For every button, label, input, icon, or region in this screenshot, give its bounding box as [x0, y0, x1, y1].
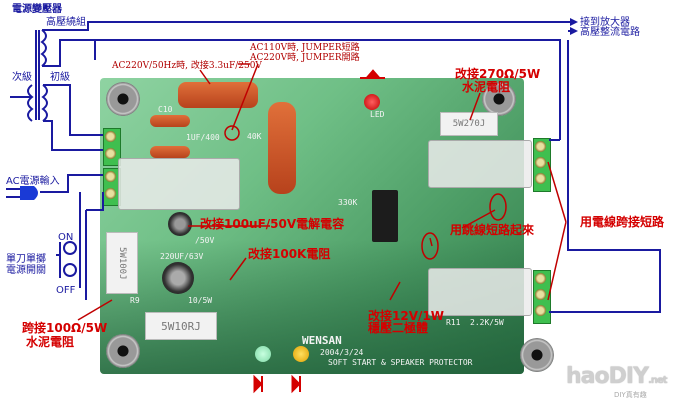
- cement-resistor-270: 5W270J: [440, 112, 498, 136]
- capacitor-c10: [150, 115, 190, 127]
- cement-resistor-left: 5W100J: [106, 232, 138, 294]
- relay-speaker-1: [428, 140, 532, 188]
- screw-icon: [105, 148, 116, 159]
- silk-r11-val: 2.2K/5W: [470, 318, 504, 327]
- silk-led: LED: [370, 110, 385, 119]
- screw-icon: [535, 141, 546, 152]
- screw-icon: [535, 305, 546, 316]
- switch-on-label: ON: [58, 232, 74, 243]
- cement-resistor-5w10rj: 5W10RJ: [145, 312, 217, 340]
- annotation-zener-2: 穩壓二極體: [368, 321, 429, 335]
- primary-label: 初級: [50, 72, 70, 83]
- screw-icon: [535, 157, 546, 168]
- ac-input-label: AC電源輸入: [6, 176, 60, 187]
- annotation-res270-1: 改接270Ω/5W: [455, 67, 541, 81]
- screw-icon: [105, 131, 116, 142]
- capacitor: [150, 146, 190, 158]
- relay-soft-start: [118, 158, 240, 210]
- silk-r9-val: 10/5W: [188, 296, 213, 305]
- board-date: 2004/3/24: [320, 348, 364, 357]
- silk-40k: 40K: [247, 132, 262, 141]
- mounting-hole: [106, 334, 140, 368]
- annotation-cap-change: AC220V/50Hz時, 改接3.3uF/250V: [112, 61, 262, 71]
- silk-330k: 330K: [338, 198, 358, 207]
- switch-label-2: 電源開關: [6, 265, 46, 276]
- out-amp-label: 接到放大器: [580, 17, 630, 28]
- silk-r9: R9: [130, 296, 140, 305]
- relay-speaker-2: [428, 268, 532, 316]
- out-hv-label: 高壓整流電路: [580, 27, 640, 38]
- annotation-jumper-wire: 用跳線短路起來: [450, 223, 535, 237]
- led-green: [255, 346, 271, 362]
- annotation-electrolytic: 改接100uF/50V電解電容: [200, 217, 345, 231]
- switch-off-label: OFF: [56, 285, 76, 296]
- annotation-res100k: 改接100K電阻: [248, 247, 331, 261]
- transformer-label: 電源變壓器: [12, 4, 62, 15]
- board-brand: WENSAN: [302, 334, 342, 347]
- ac-plug-icon: [20, 186, 34, 200]
- screw-icon: [535, 273, 546, 284]
- hv-winding-label: 高壓繞組: [46, 17, 86, 28]
- annotation-jumper-2: AC220V時, JUMPER開路: [250, 53, 360, 63]
- silk-50v: /50V: [195, 236, 215, 245]
- silk-r11: R11: [446, 318, 461, 327]
- screw-icon: [105, 171, 116, 182]
- led-red: [364, 94, 380, 110]
- annotation-wire-short: 用電線跨接短路: [580, 215, 665, 229]
- mounting-hole: [106, 82, 140, 116]
- silk-c10: C10: [158, 105, 173, 114]
- large-film-capacitor: [268, 102, 296, 194]
- watermark-sub: DIY真有趣: [614, 391, 647, 399]
- screw-icon: [535, 289, 546, 300]
- secondary-label: 次級: [12, 72, 32, 83]
- film-capacitor: [178, 82, 258, 108]
- annotation-zener-1: 改接12V/1W: [368, 309, 444, 323]
- watermark-logo: haoDIY.net: [566, 364, 668, 389]
- screw-icon: [105, 188, 116, 199]
- mounting-hole: [482, 82, 516, 116]
- annotation-jumper-1: AC110V時, JUMPER短路: [250, 43, 360, 53]
- silk-220uf: 220UF/63V: [160, 252, 204, 261]
- screw-icon: [535, 173, 546, 184]
- ic-chip: [372, 190, 398, 242]
- electrolytic-capacitor: [168, 212, 192, 236]
- switch-label-1: 單刀單擲: [6, 254, 46, 265]
- annotation-res270-2: 水泥電阻: [462, 80, 511, 94]
- mounting-hole: [520, 338, 554, 372]
- board-title: SOFT START & SPEAKER PROTECTOR: [328, 358, 473, 367]
- led-yellow: [293, 346, 309, 362]
- electrolytic-capacitor-220uf: [162, 262, 194, 294]
- annotation-res100-1: 跨接100Ω/5W: [22, 321, 108, 335]
- silk-cap1: 1UF/400: [186, 133, 220, 142]
- annotation-res100-2: 水泥電阻: [26, 335, 75, 349]
